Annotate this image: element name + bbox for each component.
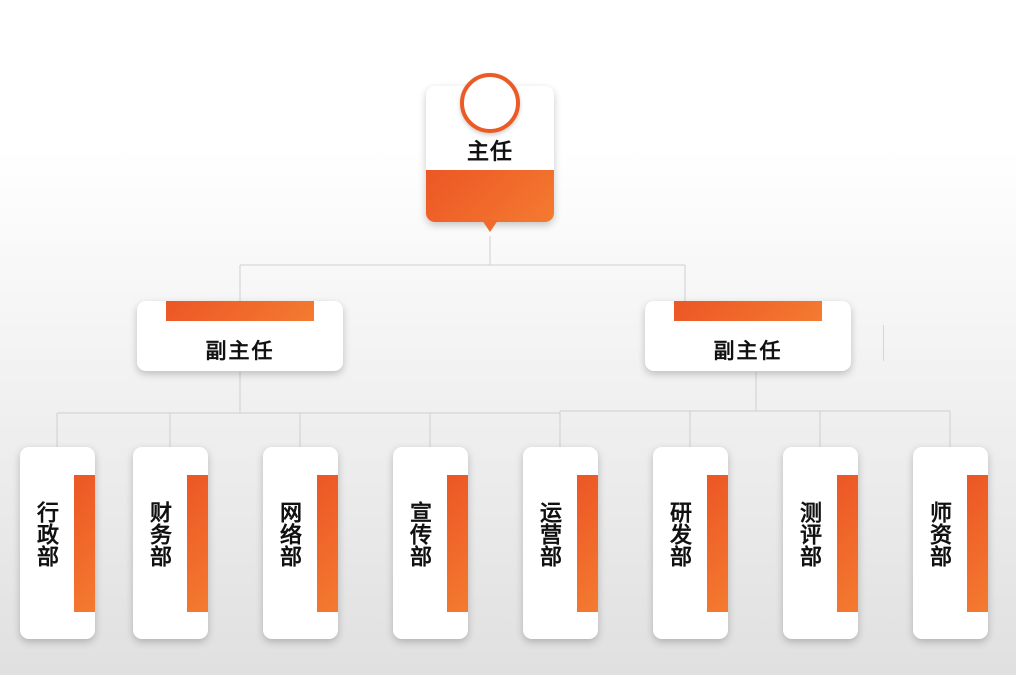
dept-node-7[interactable]: 测评部 bbox=[783, 447, 858, 639]
dept-name: 财务部 bbox=[146, 501, 171, 567]
dept-accent-strip bbox=[74, 475, 95, 612]
dept-node-6[interactable]: 研发部 bbox=[653, 447, 728, 639]
dept-node-1[interactable]: 行政部 bbox=[20, 447, 95, 639]
director-node[interactable]: 主任 bbox=[426, 73, 554, 232]
avatar bbox=[460, 73, 520, 133]
dept-accent-strip bbox=[447, 475, 468, 612]
director-pointer bbox=[482, 220, 498, 232]
dept-node-2[interactable]: 财务部 bbox=[133, 447, 208, 639]
dept-node-4[interactable]: 宣传部 bbox=[393, 447, 468, 639]
dept-name: 行政部 bbox=[33, 501, 58, 567]
dept-node-3[interactable]: 网络部 bbox=[263, 447, 338, 639]
dept-node-8[interactable]: 师资部 bbox=[913, 447, 988, 639]
dept-node-5[interactable]: 运营部 bbox=[523, 447, 598, 639]
deputy-accent-bar bbox=[674, 301, 822, 321]
dept-accent-strip bbox=[837, 475, 858, 612]
dept-name: 运营部 bbox=[536, 501, 561, 567]
divider bbox=[883, 325, 884, 361]
dept-name: 测评部 bbox=[796, 501, 821, 567]
dept-accent-strip bbox=[577, 475, 598, 612]
dept-name: 师资部 bbox=[926, 501, 951, 567]
deputy-node-left[interactable]: 副主任 bbox=[137, 301, 343, 371]
dept-name: 宣传部 bbox=[406, 501, 431, 567]
director-title: 主任 bbox=[466, 140, 513, 165]
deputy-accent-bar bbox=[166, 301, 314, 321]
dept-accent-strip bbox=[317, 475, 338, 612]
deputy-title: 副主任 bbox=[205, 339, 275, 363]
dept-name: 研发部 bbox=[666, 501, 691, 567]
dept-accent-strip bbox=[187, 475, 208, 612]
dept-accent-strip bbox=[967, 475, 988, 612]
deputy-node-right[interactable]: 副主任 bbox=[645, 301, 851, 371]
director-accent-block bbox=[426, 170, 554, 222]
dept-accent-strip bbox=[707, 475, 728, 612]
deputy-title: 副主任 bbox=[713, 339, 783, 363]
dept-name: 网络部 bbox=[276, 501, 301, 567]
